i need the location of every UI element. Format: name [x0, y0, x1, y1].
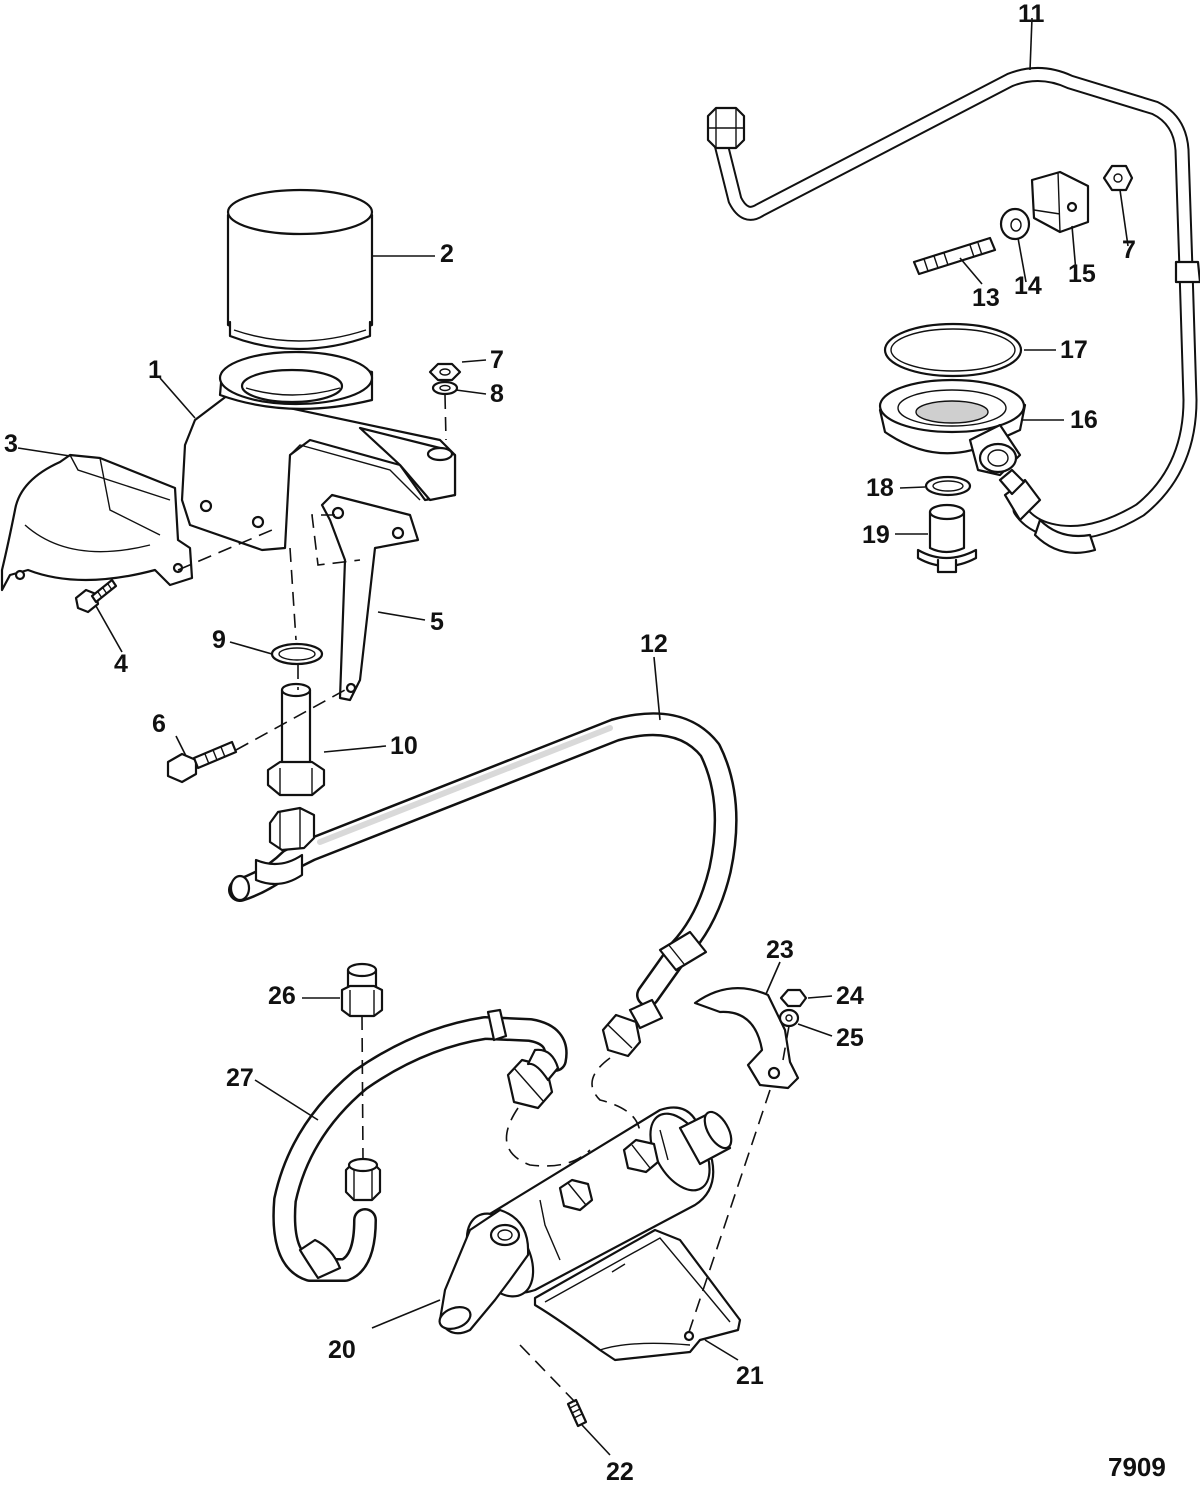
callout-24: 24	[836, 982, 864, 1010]
nut-7-upper	[1102, 164, 1134, 192]
bracket-screw-22	[566, 1398, 588, 1428]
oil-return-tube	[706, 67, 1200, 554]
callout-21: 21	[736, 1362, 764, 1390]
leader-lines	[17, 17, 1129, 1456]
support-strap	[320, 493, 420, 702]
callout-20: 20	[328, 1336, 356, 1364]
callout-2: 2	[440, 240, 454, 268]
callout-11: 11	[1018, 0, 1045, 28]
filter-housing-16	[878, 378, 1027, 477]
callout-27: 27	[226, 1064, 254, 1092]
callout-23: 23	[766, 936, 794, 964]
o-ring-9	[270, 642, 324, 666]
filter-clamp	[0, 453, 194, 592]
callout-7-left: 7	[490, 346, 504, 374]
washer-25	[778, 1008, 800, 1028]
callout-22: 22	[606, 1458, 634, 1486]
washer-14	[999, 207, 1031, 241]
callout-4: 4	[114, 650, 128, 678]
fitting-26	[340, 962, 384, 1018]
callout-10: 10	[390, 732, 418, 760]
figure-number: 7909	[1108, 1452, 1166, 1482]
filter-mounting-bracket	[180, 350, 457, 552]
bracket-washer-8	[431, 380, 459, 396]
cooler-bracket-21	[533, 1228, 742, 1362]
clamp-bolt	[74, 578, 118, 614]
nut-24	[779, 988, 808, 1008]
filter-adaptor-fitting	[266, 682, 326, 797]
callout-12: 12	[640, 630, 668, 658]
callout-13: 13	[972, 284, 1000, 312]
callout-3: 3	[4, 430, 18, 458]
fitting-19	[916, 503, 978, 574]
callout-19: 19	[862, 521, 890, 549]
o-ring-18	[924, 475, 972, 497]
assembly-lines	[177, 394, 790, 1403]
tube-clip-15	[1030, 170, 1090, 234]
callout-5: 5	[430, 608, 444, 636]
callout-18: 18	[866, 474, 894, 502]
callout-15: 15	[1068, 260, 1096, 288]
stud-13	[912, 236, 997, 276]
bracket-nut-7	[428, 362, 462, 382]
callout-1: 1	[148, 356, 162, 384]
callout-6: 6	[152, 710, 166, 738]
oil-cooler-20	[438, 1106, 733, 1335]
oil-hose-12	[228, 712, 738, 1058]
oil-filter-canister	[226, 188, 374, 351]
callout-16: 16	[1070, 406, 1098, 434]
callout-8: 8	[490, 380, 504, 408]
callout-17: 17	[1060, 336, 1088, 364]
seal-ring-17	[883, 322, 1023, 378]
callout-26: 26	[268, 982, 296, 1010]
callout-9: 9	[212, 626, 226, 654]
callout-14: 14	[1014, 272, 1042, 300]
callout-25: 25	[836, 1024, 864, 1052]
callout-7-right: 7	[1122, 236, 1136, 264]
oil-hose-27	[272, 1008, 568, 1282]
hose-clamp-23	[693, 987, 800, 1090]
callout-labels: 1 2 3 4 5 6 7 8 9 10 11 12 13 14 15 7 16…	[4, 0, 1136, 1486]
strap-screw	[166, 740, 238, 784]
